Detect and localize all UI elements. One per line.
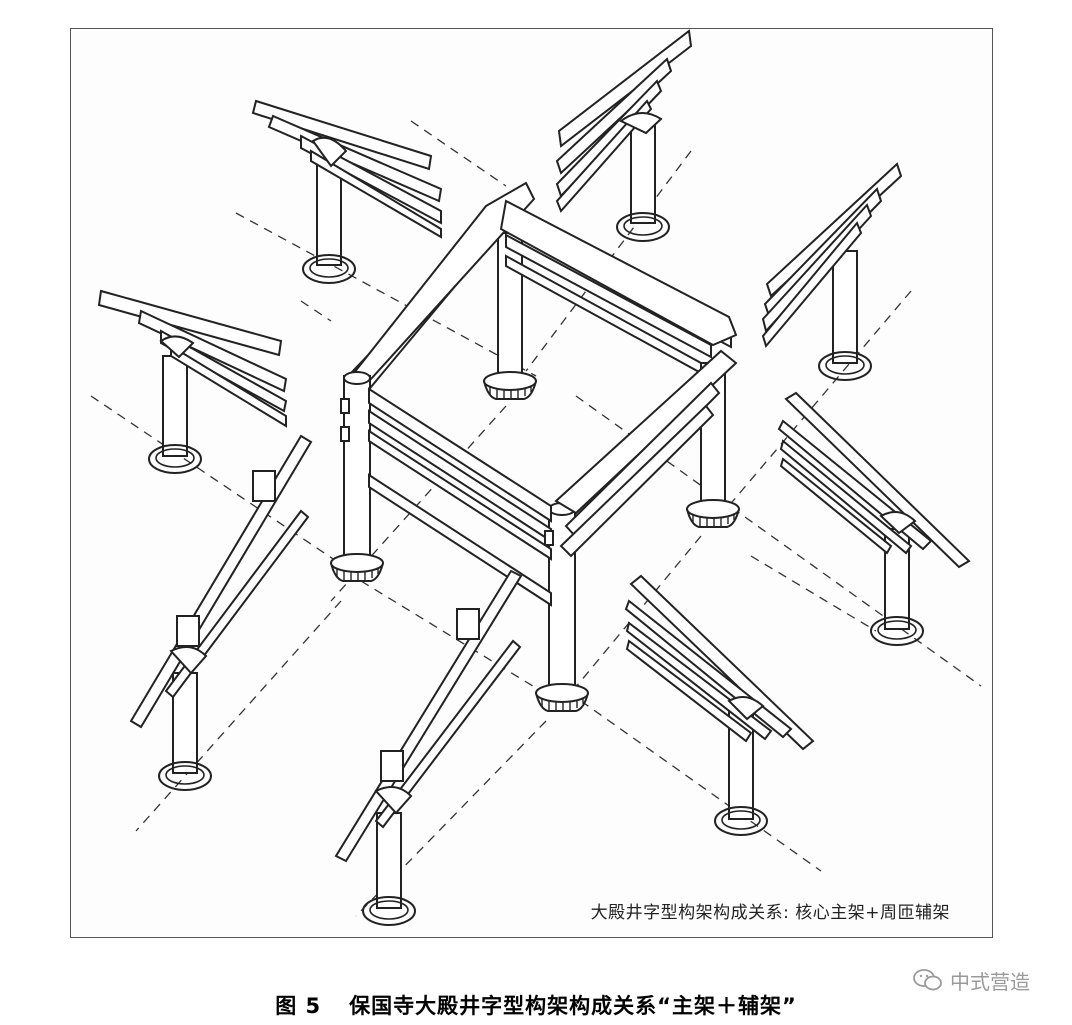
figure-title: 保国寺大殿井字型构架构成关系“主架＋辅架” [349,994,797,1018]
watermark-text: 中式营造 [950,969,1030,994]
core-main-frame [330,181,740,712]
watermark: 中式营造 [912,963,1062,997]
figure-caption: 图 5 保国寺大殿井字型构架构成关系“主架＋辅架” [0,990,1072,1020]
isometric-frame-drawing [90,29,982,926]
auxiliary-frames [97,29,971,926]
aux-frame-top-left [251,99,443,284]
inner-caption: 大殿井字型构架构成关系: 核心主架+周匝辅架 [588,898,952,923]
figure-frame: 大殿井字型构架构成关系: 核心主架+周匝辅架 [70,28,993,938]
figure-number: 图 5 [275,994,322,1018]
aux-frame-left-lower [129,434,313,791]
aux-frame-left-upper [97,289,288,474]
aux-frame-bottom-left [334,569,523,926]
aux-frame-right-upper [761,162,903,381]
aux-frame-right-lower [777,391,971,646]
wechat-icon [913,969,942,991]
aux-frame-bottom-right [624,574,815,836]
aux-frame-top-right [555,29,693,242]
